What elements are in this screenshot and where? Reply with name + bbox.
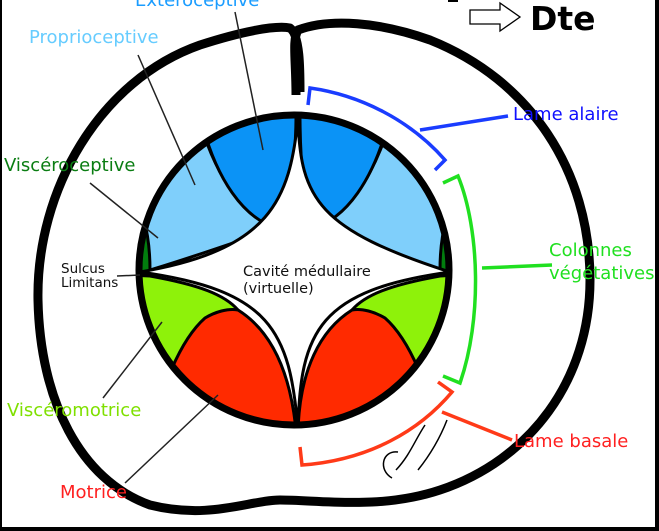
center-line1: Cavité médullaire bbox=[243, 264, 371, 280]
bracket-lame-basale bbox=[298, 380, 455, 467]
label-sulcus: Sulcus Limitans bbox=[61, 261, 119, 292]
signature bbox=[382, 419, 448, 479]
label-motrice: Motrice bbox=[60, 482, 127, 503]
bracket-lame-alaire bbox=[306, 86, 448, 172]
leader-lame-basale bbox=[441, 410, 513, 442]
orientation-label: Dte bbox=[530, 0, 596, 38]
label-lame-basale: Lame basale bbox=[514, 431, 629, 452]
leader-motrice bbox=[124, 394, 219, 484]
leader-visceromotrice bbox=[102, 321, 163, 399]
leader-visceroceptive bbox=[89, 182, 159, 239]
arrow-right-icon bbox=[469, 1, 522, 33]
label-lame-alaire: Lame alaire bbox=[513, 104, 619, 125]
label-exteroceptive: Extéroceptive bbox=[135, 0, 260, 11]
leader-colonnes bbox=[481, 263, 553, 270]
label-sulcus-line1: Sulcus bbox=[61, 261, 105, 277]
label-proprioceptive: Proprioceptive bbox=[29, 27, 159, 48]
label-center-cavity: Cavité médullaire (virtuelle) bbox=[243, 264, 371, 299]
bracket-colonnes bbox=[442, 173, 478, 386]
label-sulcus-line2: Limitans bbox=[61, 275, 119, 292]
label-visceromotrice: Viscéromotrice bbox=[7, 400, 142, 421]
grey-matter-regions bbox=[135, 111, 453, 429]
label-colonnes-line1: Colonnes bbox=[549, 240, 632, 261]
label-visceroceptive: Viscéroceptive bbox=[4, 155, 136, 176]
leader-exteroceptive bbox=[234, 11, 264, 151]
central-cavity bbox=[139, 117, 449, 425]
outer-cord-outline bbox=[33, 18, 595, 516]
leader-lame-alaire bbox=[419, 114, 509, 132]
leader-sulcus bbox=[116, 274, 141, 277]
leader-proprioceptive bbox=[137, 54, 196, 186]
label-colonnes-line2: végétatives bbox=[549, 262, 655, 284]
label-colonnes: Colonnes végétatives bbox=[549, 240, 654, 285]
inner-circle-outline bbox=[135, 111, 453, 429]
center-line2: (virtuelle) bbox=[243, 281, 314, 298]
